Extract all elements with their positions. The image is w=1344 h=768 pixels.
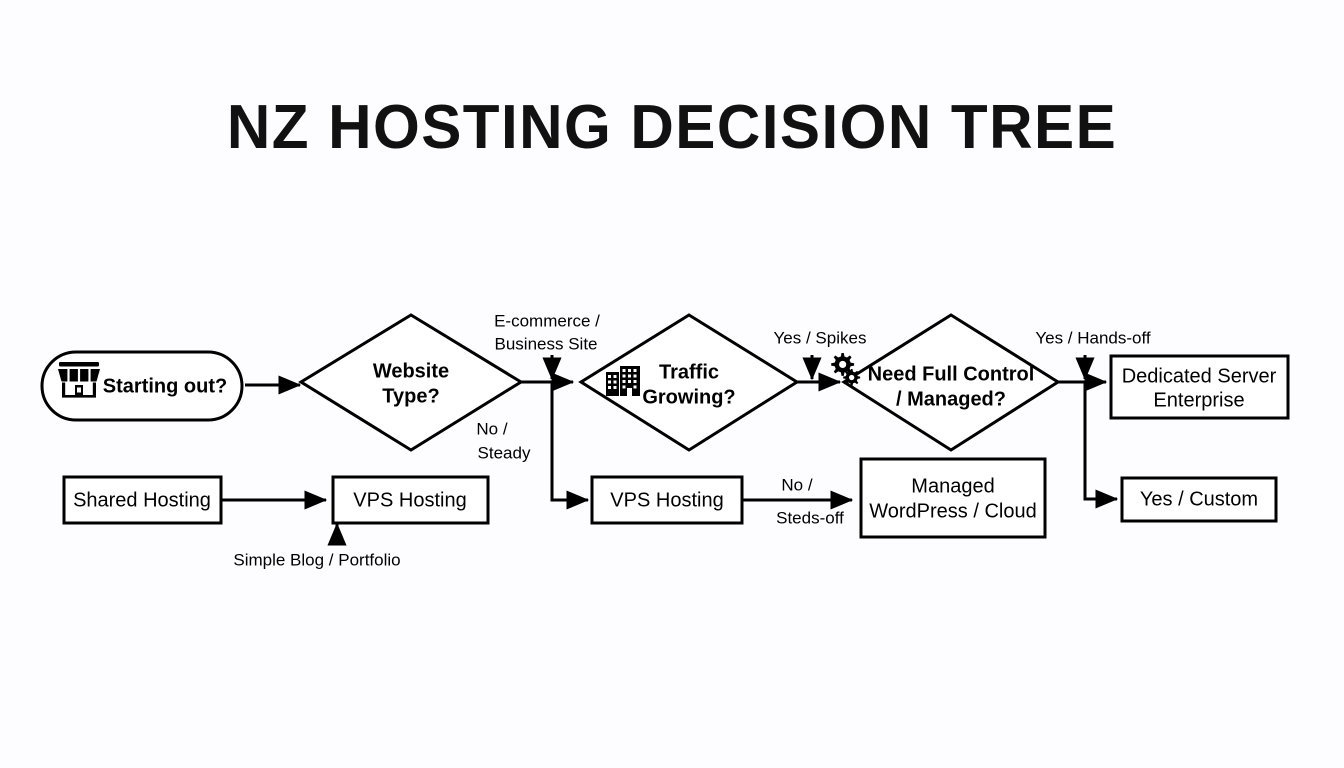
edge-label-no-line1: No / — [781, 475, 812, 494]
yes-custom-label: Yes / Custom — [1140, 488, 1258, 510]
page-title: NZ HOSTING DECISION TREE — [226, 93, 1118, 162]
edge-label-no-line2: Steds-off — [776, 508, 844, 527]
node-shared-hosting[interactable]: Shared Hosting — [62, 475, 223, 525]
edge-control-to-custom — [1083, 382, 1119, 509]
dedicated-server-label-line2: Enterprise — [1153, 389, 1244, 411]
vps-hosting-left-box-shape — [331, 475, 490, 525]
node-yes-custom[interactable]: Yes / Custom — [1120, 476, 1278, 523]
shared-hosting-box-shape — [62, 475, 223, 525]
edge-label-no-steady-line2: Steady — [478, 443, 531, 462]
traffic-growing-label-line2: Growing? — [642, 386, 735, 408]
traffic-growing-label-line1: Traffic — [659, 361, 719, 383]
managed-wordpress-label-line1: Managed — [911, 475, 994, 497]
gear-small-icon — [843, 369, 861, 387]
dedicated-server-label-line1: Dedicated Server — [1122, 365, 1277, 387]
start-label: Starting out? — [103, 375, 227, 397]
edge-label-ecommerce-line1: E-commerce / — [494, 311, 600, 330]
node-vps-hosting-left[interactable]: VPS Hosting — [331, 475, 490, 525]
dedicated-server-box-shape — [1109, 354, 1290, 420]
edge-label-yes-handsoff: Yes / Hands-off — [1035, 328, 1151, 347]
edge-label-ecommerce-line2: Business Site — [495, 334, 598, 353]
managed-wordpress-label-line2: WordPress / Cloud — [869, 500, 1036, 522]
need-full-control-diamond-shape — [841, 313, 1061, 452]
managed-wordpress-box-shape — [859, 457, 1047, 539]
edge-label-no-steady-line1: No / — [476, 419, 507, 438]
website-type-label-line1: Website — [373, 360, 449, 382]
node-traffic-growing[interactable]: Traffic Growing? — [578, 313, 800, 452]
node-dedicated-server-enterprise[interactable]: Dedicated Server Enterprise — [1109, 354, 1290, 420]
edge-website-type-to-vps-mid — [550, 382, 590, 510]
node-start[interactable]: Starting out? — [40, 350, 244, 422]
website-type-label-line2: Type? — [382, 385, 439, 407]
edge-labels: E-commerce / Business Site No / Steady Y… — [233, 311, 1151, 569]
gear-icon — [831, 353, 855, 376]
vps-hosting-left-label: VPS Hosting — [353, 489, 466, 511]
vps-hosting-mid-label: VPS Hosting — [610, 489, 723, 511]
vps-hosting-mid-box-shape — [590, 475, 744, 525]
edge-label-yes-spikes: Yes / Spikes — [774, 328, 867, 347]
node-vps-hosting-mid[interactable]: VPS Hosting — [590, 475, 744, 525]
traffic-growing-diamond-shape — [578, 313, 800, 452]
yes-custom-box-shape — [1120, 476, 1278, 523]
node-managed-wordpress-cloud[interactable]: Managed WordPress / Cloud — [859, 457, 1047, 539]
need-full-control-label-line2: / Managed? — [896, 388, 1006, 410]
node-website-type[interactable]: Website Type? — [298, 313, 524, 452]
connectors — [221, 355, 1119, 546]
office-building-icon — [606, 366, 640, 396]
shared-hosting-label: Shared Hosting — [73, 489, 211, 511]
storefront-icon — [58, 362, 100, 398]
edge-label-simple-blog: Simple Blog / Portfolio — [233, 550, 400, 569]
node-need-full-control[interactable]: Need Full Control / Managed? — [831, 313, 1061, 452]
need-full-control-label-line1: Need Full Control — [868, 363, 1035, 385]
website-type-diamond-shape — [298, 313, 524, 452]
